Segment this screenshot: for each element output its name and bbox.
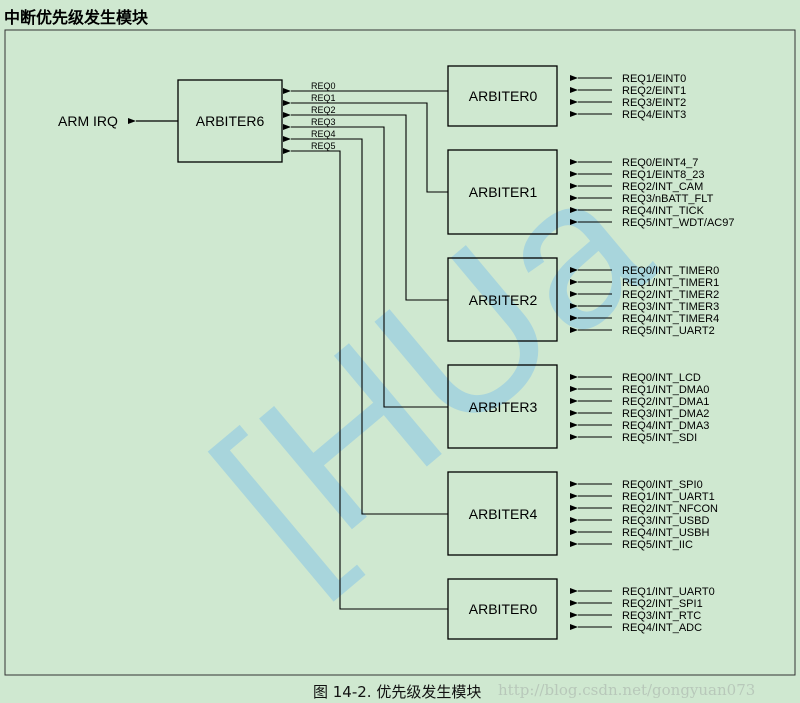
input-signal-label: REQ2/INT_TIMER2 <box>622 289 719 301</box>
arbiter-label: ARBITER3 <box>469 399 538 415</box>
input-signal-label: REQ1/INT_UART0 <box>622 586 715 598</box>
req-label: REQ0 <box>311 81 336 91</box>
req-label: REQ3 <box>311 117 336 127</box>
arbiter6-label: ARBITER6 <box>196 113 265 129</box>
input-signal-label: REQ1/EINT0 <box>622 73 686 85</box>
arbiter-label: ARBITER1 <box>469 184 538 200</box>
input-signal-label: REQ3/nBATT_FLT <box>622 193 714 205</box>
input-signal-label: REQ4/INT_TIMER4 <box>622 313 719 325</box>
req-label: REQ2 <box>311 105 336 115</box>
watermark-url: http://blog.csdn.net/gongyuan073 <box>498 681 756 699</box>
req-label: REQ4 <box>311 129 336 139</box>
arbiter-label: ARBITER0 <box>469 601 538 617</box>
input-signal-label: REQ0/INT_LCD <box>622 372 701 384</box>
input-signal-label: REQ1/INT_UART1 <box>622 491 715 503</box>
arm-irq-label: ARM IRQ <box>58 113 118 129</box>
req-label: REQ5 <box>311 141 336 151</box>
input-signal-label: REQ3/INT_DMA2 <box>622 408 709 420</box>
req-connection-line <box>283 148 448 610</box>
input-signal-label: REQ4/INT_DMA3 <box>622 420 709 432</box>
input-signal-label: REQ1/INT_DMA0 <box>622 384 709 396</box>
input-signal-label: REQ0/INT_SPI0 <box>622 479 703 491</box>
input-signal-label: REQ3/INT_TIMER3 <box>622 301 719 313</box>
input-signal-label: REQ3/INT_RTC <box>622 610 701 622</box>
input-signal-label: REQ4/INT_TICK <box>622 205 705 217</box>
input-signal-label: REQ4/INT_USBH <box>622 527 709 539</box>
input-signal-label: REQ2/INT_SPI1 <box>622 598 703 610</box>
req-label: REQ1 <box>311 93 336 103</box>
arbiter-label: ARBITER2 <box>469 292 538 308</box>
input-signal-label: REQ1/EINT8_23 <box>622 169 705 181</box>
input-signal-label: REQ4/EINT3 <box>622 109 686 121</box>
input-signal-label: REQ0/EINT4_7 <box>622 157 698 169</box>
input-signal-label: REQ2/EINT1 <box>622 85 686 97</box>
input-signal-label: REQ0/INT_TIMER0 <box>622 265 719 277</box>
diagram-frame <box>4 29 796 676</box>
input-signal-label: REQ5/INT_IIC <box>622 539 693 551</box>
req-connection-line <box>283 112 448 301</box>
arbiter-box <box>447 65 558 127</box>
req-connection-line <box>283 100 448 193</box>
input-signal-label: REQ2/INT_DMA1 <box>622 396 709 408</box>
input-signal-label: REQ1/INT_TIMER1 <box>622 277 719 289</box>
input-signal-label: REQ5/INT_UART2 <box>622 325 715 337</box>
arbiter-label: ARBITER0 <box>469 88 538 104</box>
input-signal-label: REQ2/INT_NFCON <box>622 503 718 515</box>
input-signal-label: REQ3/EINT2 <box>622 97 686 109</box>
req-connection-line <box>283 136 448 515</box>
arbiter-label: ARBITER4 <box>469 506 538 522</box>
input-signal-label: REQ3/INT_USBD <box>622 515 709 527</box>
input-signal-label: REQ5/INT_WDT/AC97 <box>622 217 734 229</box>
section-title: 中断优先级发生模块 <box>4 8 149 27</box>
input-signal-label: REQ5/INT_SDI <box>622 432 697 444</box>
figure-caption: 图 14-2. 优先级发生模块 <box>313 683 482 701</box>
input-signal-label: REQ2/INT_CAM <box>622 181 703 193</box>
input-signal-label: REQ4/INT_ADC <box>622 622 702 634</box>
req-connection-line <box>283 124 448 408</box>
